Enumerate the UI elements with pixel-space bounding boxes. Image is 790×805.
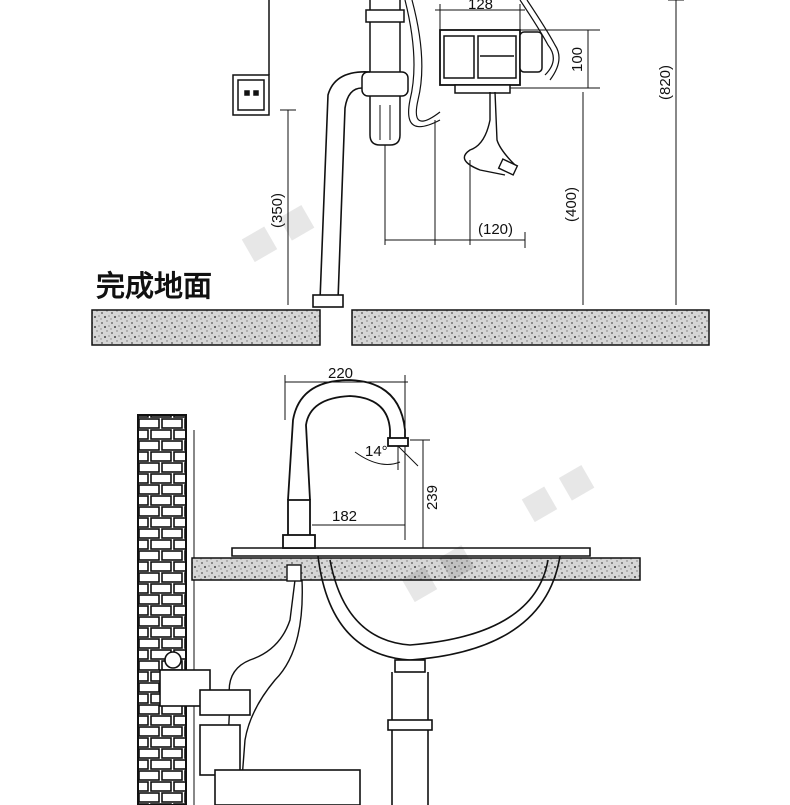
braided-hoses — [404, 0, 560, 128]
wall-outlet-icon — [232, 74, 270, 116]
dimension-lines — [280, 0, 684, 305]
side-dimension-lines — [284, 375, 430, 549]
countertop — [191, 557, 641, 581]
control-box — [439, 29, 543, 94]
brick-wall — [137, 414, 187, 805]
svg-text:■ ■: ■ ■ — [395, 536, 480, 608]
dim-spout-height: 239 — [424, 485, 441, 510]
dim-box-height: 100 — [569, 47, 586, 72]
top-installation-view: 128 100 (820) (400) (350) (120) — [232, 0, 684, 308]
dim-drain-height: (350) — [269, 193, 286, 228]
basin-drain-pipe — [387, 672, 433, 805]
sensor-faucet — [282, 379, 409, 549]
power-plug-icon — [463, 91, 519, 176]
dim-box-width: 128 — [468, 0, 493, 13]
svg-text:■ ■: ■ ■ — [515, 456, 600, 528]
dim-total-height: (820) — [657, 65, 674, 100]
valve-assembly — [159, 651, 361, 805]
basin — [231, 547, 591, 673]
dim-box-bottom-height: (400) — [563, 187, 580, 222]
drain-pipe — [361, 0, 409, 146]
dim-reach: 220 — [328, 365, 353, 382]
floor-label: 完成地面 — [96, 269, 212, 303]
finished-floor — [91, 309, 710, 346]
side-installation-view: 220 14° 239 182 — [137, 365, 641, 805]
supply-hoses — [224, 564, 303, 805]
dim-box-offset: (120) — [478, 221, 513, 238]
dim-spout-angle: 14° — [365, 443, 388, 460]
s-trap-pipe — [312, 71, 371, 308]
dim-sensor-reach: 182 — [332, 508, 357, 525]
